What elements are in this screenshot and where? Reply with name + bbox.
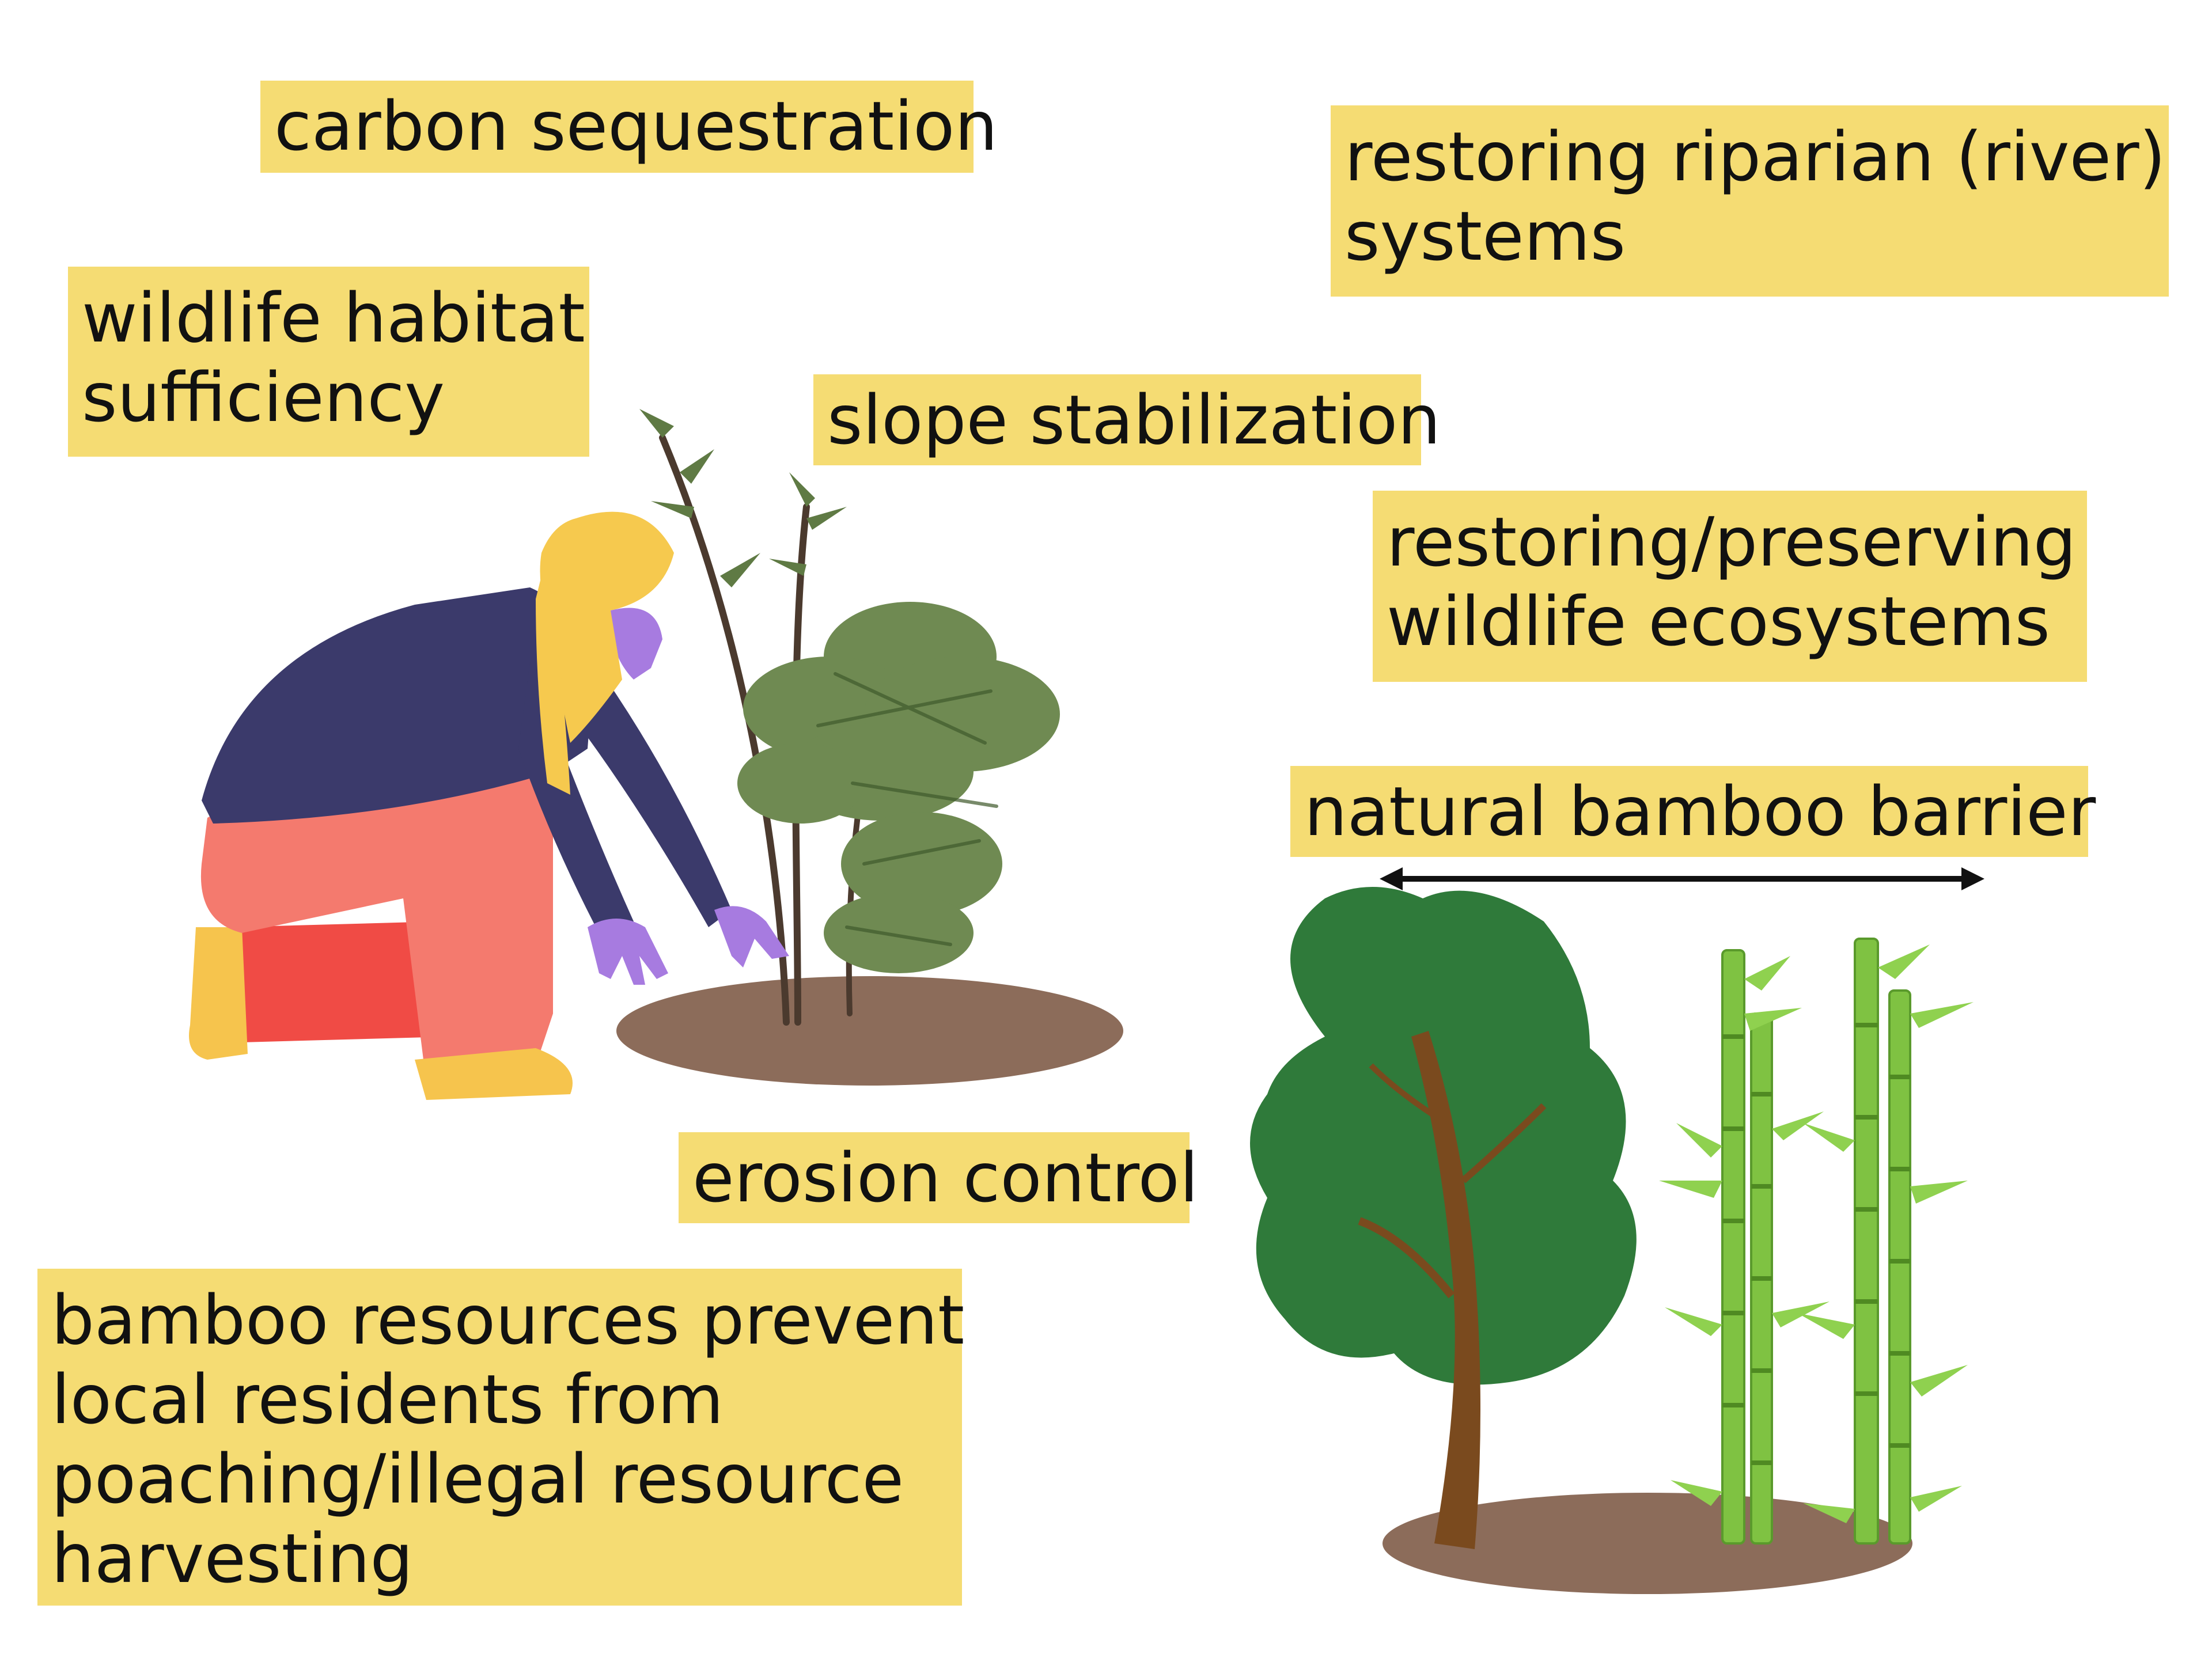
tree-icon: [1250, 887, 1637, 1549]
bamboo-sapling-icon: [639, 409, 1060, 1026]
label-wildlife-ecosystems: restoring/preserving wildlife ecosystems: [1373, 491, 2087, 682]
label-wildlife-habitat-line-1: wildlife habitat: [82, 278, 585, 358]
label-natural-bamboo-barrier: natural bamboo barrier: [1290, 766, 2096, 857]
label-wildlife-habitat-sufficiency: wildlife habitat sufficiency: [68, 267, 589, 457]
label-erosion-text: erosion control: [692, 1138, 1199, 1217]
bamboo-grove-icon: [1659, 938, 1974, 1545]
label-riparian-line-1: restoring riparian (river): [1344, 117, 2166, 196]
label-riparian-line-2: systems: [1344, 196, 1626, 276]
label-carbon-text: carbon sequestration: [274, 86, 998, 166]
double-arrow-icon: [1380, 867, 1984, 890]
label-poaching-line-2: local residents from: [51, 1360, 724, 1439]
label-carbon-sequestration: carbon sequestration: [260, 81, 998, 173]
label-slope-text: slope stabilization: [827, 380, 1441, 460]
label-poaching-prevention: bamboo resources prevent local residents…: [37, 1269, 965, 1606]
label-barrier-text: natural bamboo barrier: [1304, 772, 2096, 851]
kneeling-gardener-icon: [189, 511, 789, 1100]
label-slope-stabilization: slope stabilization: [813, 374, 1441, 465]
soil-mound-left: [616, 976, 1123, 1086]
label-ecosystems-line-2: wildlife ecosystems: [1387, 582, 2050, 661]
label-poaching-line-4: harvesting: [51, 1519, 414, 1598]
label-poaching-line-3: poaching/illegal resource: [51, 1439, 904, 1519]
label-ecosystems-line-1: restoring/preserving: [1387, 502, 2077, 582]
label-erosion-control: erosion control: [679, 1132, 1199, 1223]
label-riparian-systems: restoring riparian (river) systems: [1331, 105, 2169, 297]
soil-mound-right: [1382, 1493, 1912, 1594]
label-wildlife-habitat-line-2: sufficiency: [82, 358, 445, 437]
label-poaching-line-1: bamboo resources prevent: [51, 1280, 965, 1360]
